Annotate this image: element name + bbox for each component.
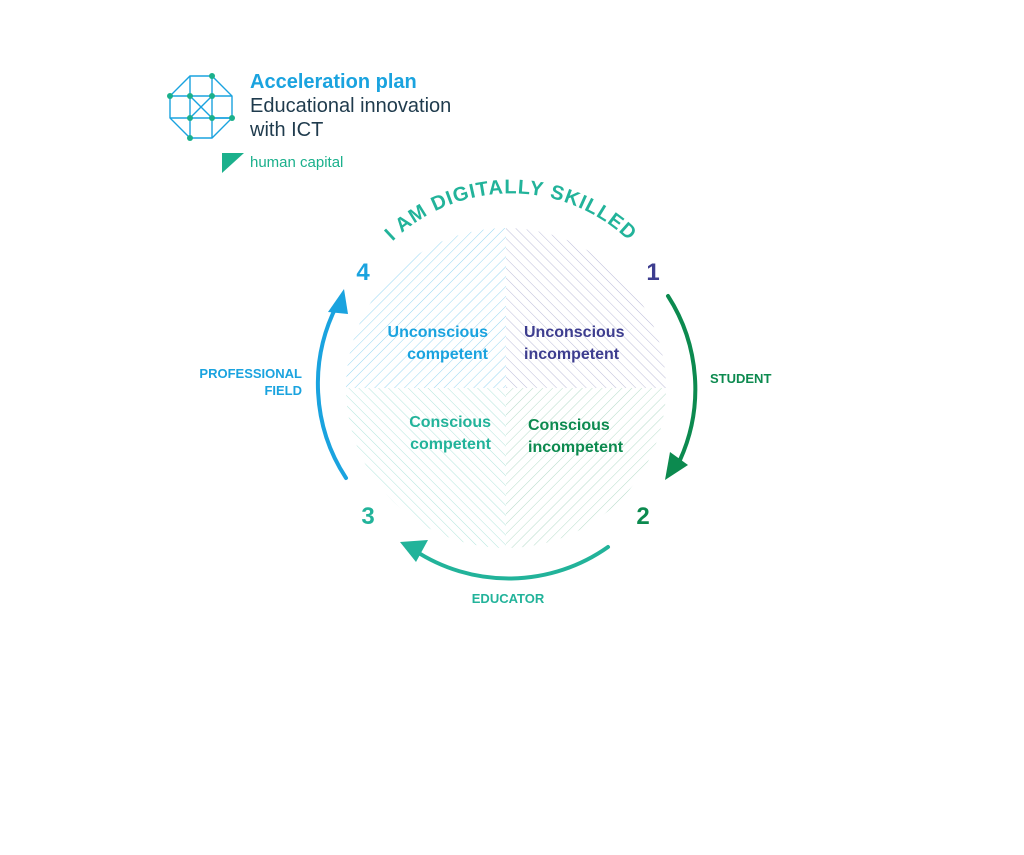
human-capital-flag-icon [222, 153, 244, 173]
quadrant-3-label-line2: competent [410, 436, 492, 453]
quadrant-4-label-line2: competent [407, 346, 489, 363]
label-educator: EDUCATOR [472, 591, 545, 606]
arrow-educator-head [400, 540, 428, 562]
quadrant-number-1: 1 [646, 259, 659, 286]
quadrant-3-fill [346, 388, 506, 548]
quadrant-4-fill [346, 228, 506, 388]
quadrant-number-3: 3 [361, 503, 374, 530]
quadrant-number-2: 2 [636, 503, 649, 530]
arc-title: I AM DIGITALLY SKILLED [381, 176, 641, 245]
quadrant-1-fill [506, 228, 666, 388]
logo-subtitle-line1: Educational innovation [250, 95, 452, 117]
quadrant-2-fill [506, 388, 666, 548]
arrow-professional-field [315, 303, 348, 480]
quadrant-1-label-line2: incompetent [524, 346, 620, 363]
label-field: FIELD [264, 383, 302, 398]
logo-subtitle-line2: with ICT [250, 119, 324, 141]
arrow-educator [412, 545, 610, 581]
arrow-professional-field-head [328, 289, 348, 314]
quadrant-3-label-line1: Conscious [409, 414, 491, 431]
network-grid-logo-icon [167, 73, 235, 141]
logo-wordmark: Acceleration plan Educational innovation… [250, 72, 451, 144]
quadrant-number-4: 4 [356, 259, 370, 286]
logo-tagline: human capital [250, 154, 344, 171]
arrow-student [666, 294, 698, 462]
arrow-student-head [665, 452, 688, 480]
logo-title: Acceleration plan [250, 71, 417, 93]
quadrant-2-label-line1: Conscious [528, 417, 610, 434]
quadrant-1-label-line1: Unconscious [524, 324, 625, 341]
quadrant-4-label-line1: Unconscious [388, 324, 489, 341]
quadrant-2-label-line2: incompetent [528, 439, 624, 456]
label-professional: PROFESSIONAL [199, 366, 302, 381]
label-student: STUDENT [710, 371, 771, 386]
